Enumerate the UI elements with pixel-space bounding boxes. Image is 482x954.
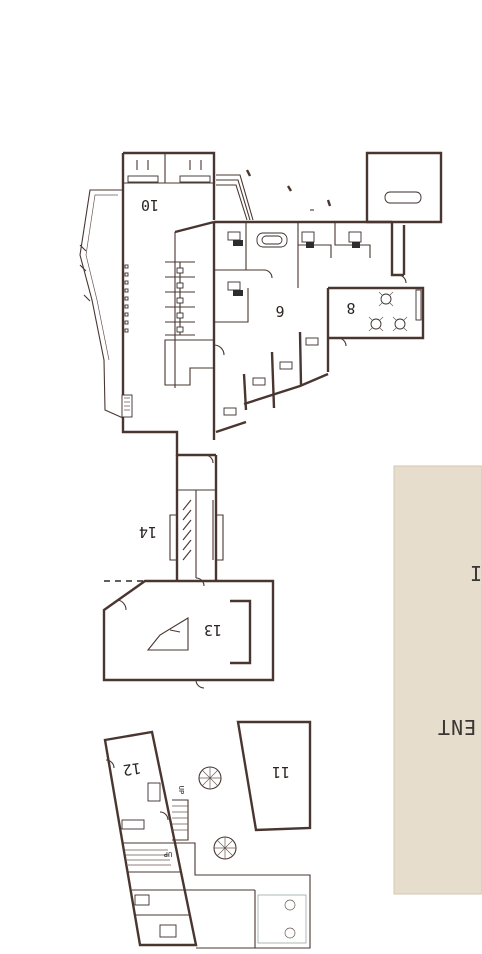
room-13-walls xyxy=(102,577,275,689)
room-labels: 10 6 8 14 13 12 11 UP UP xyxy=(122,196,356,858)
room-label-14: 14 xyxy=(139,523,157,541)
round-tables xyxy=(368,289,422,332)
stair-label-up-1: UP xyxy=(177,786,185,794)
lower-building-walls xyxy=(103,720,312,949)
room-label-11: 11 xyxy=(272,763,290,781)
room-label-8: 8 xyxy=(346,299,355,317)
room-label-12: 12 xyxy=(122,759,142,779)
parchment-edge-char: I xyxy=(469,561,482,585)
parchment-text: ENT I xyxy=(437,561,482,739)
room-label-9: 6 xyxy=(275,302,284,320)
parchment-label: ENT xyxy=(437,715,476,739)
stray-marks xyxy=(79,169,332,302)
upper-building-walls xyxy=(79,151,443,457)
corridor-walls xyxy=(104,455,224,582)
office-furniture xyxy=(223,191,422,416)
room-label-13: 13 xyxy=(204,621,222,639)
window-ticks xyxy=(121,264,133,418)
cubicle-desks xyxy=(165,261,195,336)
room-label-10: 10 xyxy=(141,196,159,214)
door-swings xyxy=(204,269,407,464)
stair-label-up-2: UP xyxy=(164,850,172,858)
restroom-fixtures xyxy=(127,160,211,183)
parchment-panel xyxy=(393,465,482,895)
